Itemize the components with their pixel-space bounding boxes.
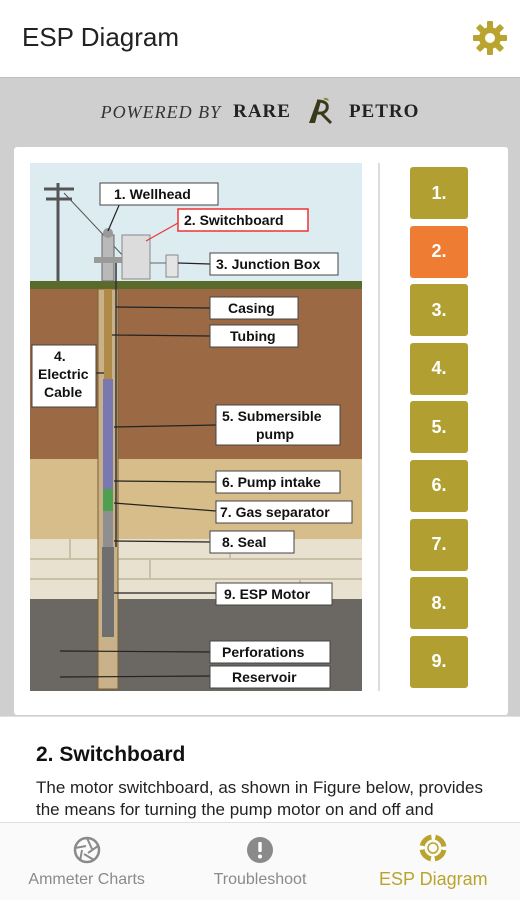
pump-shape [103, 379, 113, 489]
gear-icon[interactable] [470, 18, 510, 58]
nav-label-esp: ESP Diagram [378, 869, 488, 889]
label-pump-2: pump [256, 426, 294, 442]
label-casing: Casing [228, 300, 275, 316]
leader-lines [59, 202, 217, 678]
label-wellhead: 1. Wellhead [114, 186, 191, 202]
step-button-5[interactable]: 5. [410, 401, 468, 454]
power-pole [44, 183, 127, 281]
label-seal: 8. Seal [222, 534, 266, 550]
powered-by-banner: POWERED BY RARE PETRO [0, 92, 520, 132]
page-title: ESP Diagram [22, 22, 180, 52]
card-divider [378, 163, 380, 691]
label-switchboard: 2. Switchboard [184, 212, 284, 228]
step-buttons: 1. 2. 3.4. 5.6. 7. 8.9. [410, 167, 468, 694]
junction-box-shape [165, 254, 179, 278]
step-button-3[interactable]: 3. [410, 284, 468, 337]
label-pump-intake: 6. Pump intake [222, 474, 321, 490]
bottom-navigation: Ammeter Charts Troubleshoot ESP Diagram [0, 822, 520, 900]
label-cable-1: 4. [54, 348, 66, 364]
esp-well-diagram: 1. Wellhead 2. Switchboard 3. Junction B… [30, 163, 362, 691]
description-heading: 2. Switchboard [36, 743, 186, 766]
powered-by-text: POWERED BY [100, 101, 222, 122]
seal-shape [103, 511, 113, 547]
nav-label-troubleshoot: Troubleshoot [213, 870, 307, 888]
shutter-icon [73, 836, 100, 863]
diagram-card: 1. Wellhead 2. Switchboard 3. Junction B… [14, 147, 508, 715]
switchboard-shape [121, 234, 151, 280]
nav-ammeter-charts[interactable]: Ammeter Charts [0, 823, 173, 900]
nav-esp-diagram[interactable]: ESP Diagram [347, 823, 520, 900]
lifebuoy-icon [419, 834, 447, 862]
alert-icon [246, 836, 273, 863]
gas-separator-shape [103, 489, 113, 511]
wellhead-shape [94, 228, 122, 282]
label-gas-separator: 7. Gas separator [220, 504, 330, 520]
label-reservoir: Reservoir [232, 669, 297, 685]
ground-surface [30, 281, 362, 289]
step-button-9[interactable]: 9. [410, 635, 468, 688]
step-button-2[interactable]: 2. [410, 225, 468, 278]
brand-right: PETRO [348, 101, 420, 122]
label-perforations: Perforations [222, 644, 305, 660]
app-bar: ESP Diagram [0, 0, 520, 78]
label-cable-3: Cable [44, 384, 82, 400]
step-button-7[interactable]: 7. [410, 518, 468, 571]
step-button-6[interactable]: 6. [410, 459, 468, 512]
brand-logo-icon [308, 97, 332, 125]
brand-left: RARE [233, 101, 291, 122]
label-junction-box: 3. Junction Box [216, 256, 320, 272]
label-tubing: Tubing [230, 328, 276, 344]
nav-troubleshoot[interactable]: Troubleshoot [173, 823, 346, 900]
label-pump-1: 5. Submersible [222, 408, 322, 424]
motor-shape [102, 547, 114, 637]
step-button-1[interactable]: 1. [410, 167, 468, 219]
label-cable-2: Electric [38, 366, 89, 382]
step-button-8[interactable]: 8. [410, 577, 468, 630]
description-panel: 2. Switchboard The motor switchboard, as… [0, 716, 520, 841]
label-esp-motor: 9. ESP Motor [224, 586, 311, 602]
step-button-4[interactable]: 4. [410, 342, 468, 395]
nav-label-ammeter: Ammeter Charts [28, 870, 145, 888]
